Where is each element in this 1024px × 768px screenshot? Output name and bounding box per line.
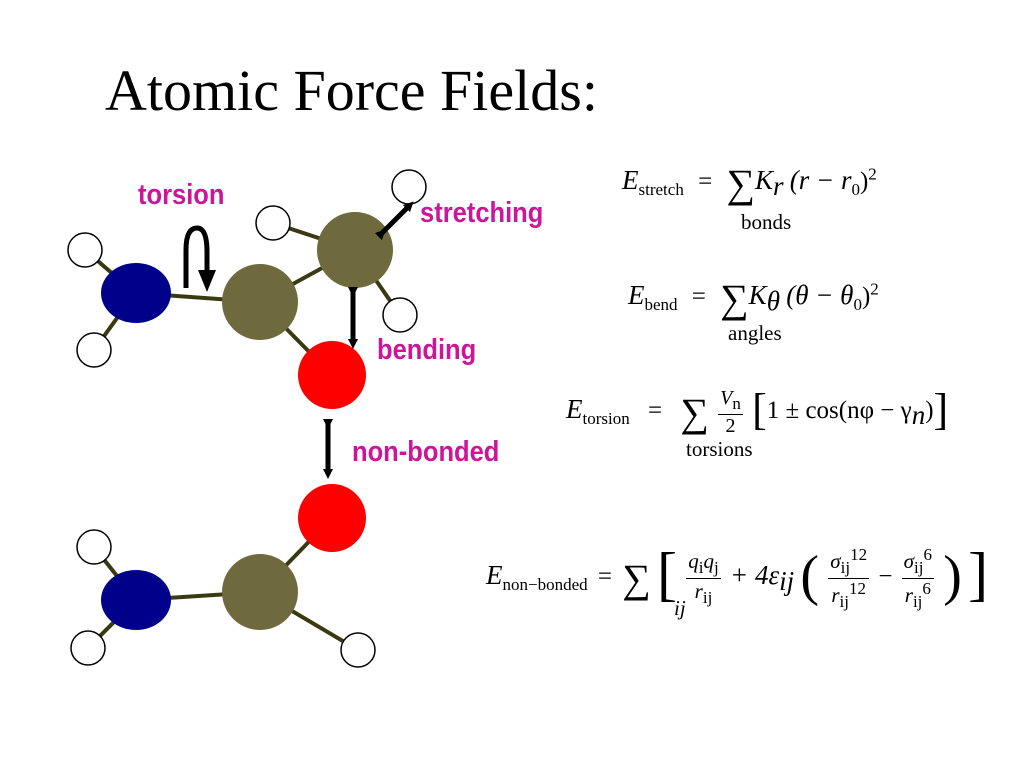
- summation-symbol: ∑: [726, 161, 755, 206]
- stretching-arrow: [374, 201, 414, 241]
- nonbonded-equation: Enon−bonded = ∑ [ qiqj rij + 4εij ( σij1…: [486, 541, 989, 611]
- bending-label: bending: [377, 334, 477, 366]
- bend-sum-range: angles: [728, 321, 782, 345]
- summation-symbol: ∑: [720, 276, 749, 321]
- bend-equation: Ebend = ∑Kθ (θ − θ0)2: [628, 276, 879, 321]
- hydrogen-atoms: [67, 169, 427, 668]
- hydrogen-atom: [340, 632, 376, 668]
- torsion-arrowhead: [198, 270, 216, 292]
- stretch-equation: Estretch = ∑Kr (r − r0)2: [622, 161, 877, 206]
- nitrogen-atom: [101, 263, 171, 323]
- hydrogen-atom: [76, 332, 112, 368]
- oxygen-atom: [298, 341, 366, 409]
- non-bonded-label: non-bonded: [352, 436, 500, 468]
- torsion-arrow: [183, 225, 210, 288]
- carbon-atom: [317, 212, 393, 288]
- carbon-atom: [222, 264, 298, 340]
- torsion-label: torsion: [138, 179, 225, 211]
- summation-symbol: ∑: [680, 390, 709, 435]
- stretching-label: stretching: [420, 197, 544, 229]
- hydrogen-atom: [255, 205, 291, 241]
- summation-symbol: ∑: [622, 556, 651, 601]
- oxygen-atom: [298, 484, 366, 552]
- nonbonded-sum-range: ij: [674, 596, 686, 620]
- nitrogen-atom: [101, 570, 171, 630]
- stretch-sum-range: bonds: [741, 210, 792, 234]
- hydrogen-atom: [76, 529, 112, 565]
- carbon-atom: [222, 554, 298, 630]
- hydrogen-atom: [67, 232, 103, 268]
- hydrogen-atom: [70, 630, 106, 666]
- torsion-sum-range: torsions: [686, 437, 753, 461]
- hydrogen-atom: [382, 297, 418, 333]
- slide-title: Atomic Force Fields:: [105, 58, 598, 123]
